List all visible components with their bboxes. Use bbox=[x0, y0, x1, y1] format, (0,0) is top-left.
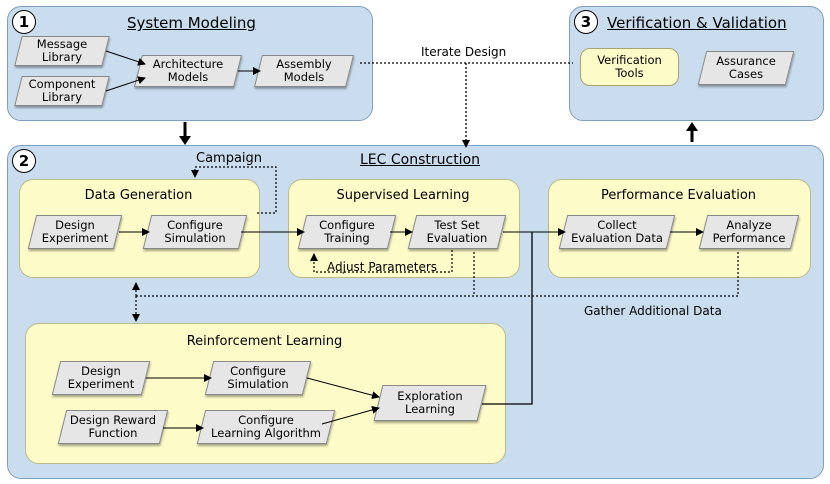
configure-learning-algorithm-node[interactable]: Configure Learning Algorithm bbox=[201, 410, 331, 444]
assurance-cases-node[interactable]: Assurance Cases bbox=[702, 51, 790, 85]
simulation-to-exploration-arrow bbox=[306, 377, 380, 400]
verification-title: Verification & Validation bbox=[607, 14, 787, 32]
campaign-label: Campaign bbox=[196, 151, 263, 166]
adjust-parameters-label: Adjust Parameters bbox=[327, 260, 438, 274]
gather-additional-data-line bbox=[136, 252, 739, 297]
message-library-node[interactable]: Message Library bbox=[18, 36, 106, 66]
component-library-node[interactable]: Component Library bbox=[18, 76, 106, 106]
reinforcement-learning-title: Reinforcement Learning bbox=[186, 334, 343, 349]
step-number-2: 2 bbox=[12, 149, 36, 173]
supervised-learning-title: Supervised Learning bbox=[336, 188, 470, 203]
component-to-architecture-arrow bbox=[105, 76, 146, 92]
lec-construction-title: LEC Construction bbox=[360, 152, 481, 168]
rl-design-experiment-node[interactable]: Design Experiment bbox=[56, 361, 146, 395]
iterate-design-label: Iterate Design bbox=[421, 45, 507, 59]
campaign-loop bbox=[191, 166, 277, 214]
exploration-learning-node[interactable]: Exploration Learning bbox=[378, 385, 482, 421]
performance-evaluation-title: Performance Evaluation bbox=[600, 188, 757, 203]
step-number-3: 3 bbox=[574, 10, 598, 34]
dg-configure-simulation-node[interactable]: Configure Simulation bbox=[147, 215, 243, 249]
rl-configure-simulation-node[interactable]: Configure Simulation bbox=[209, 361, 307, 395]
collect-evaluation-data-node[interactable]: Collect Evaluation Data bbox=[563, 215, 671, 249]
step-number-1: 1 bbox=[12, 10, 36, 34]
design-reward-function-node[interactable]: Design Reward Function bbox=[62, 410, 164, 444]
algorithm-to-exploration-arrow bbox=[321, 406, 380, 425]
gather-additional-data-label: Gather Additional Data bbox=[584, 304, 722, 318]
data-generation-title: Data Generation bbox=[84, 188, 193, 203]
exploration-to-collect-line bbox=[482, 232, 533, 405]
architecture-models-node[interactable]: Architecture Models bbox=[138, 55, 238, 87]
test-set-evaluation-node[interactable]: Test Set Evaluation bbox=[412, 215, 502, 249]
message-to-architecture-arrow bbox=[105, 50, 146, 66]
adjust-parameters-loop bbox=[310, 250, 453, 273]
verification-tools-node[interactable]: Verification Tools bbox=[580, 48, 679, 86]
system-modeling-title: System Modeling bbox=[127, 14, 256, 32]
configure-training-node[interactable]: Configure Training bbox=[302, 215, 392, 249]
assembly-models-node[interactable]: Assembly Models bbox=[258, 55, 350, 87]
dg-design-experiment-node[interactable]: Design Experiment bbox=[32, 215, 118, 249]
analyze-performance-node[interactable]: Analyze Performance bbox=[703, 215, 795, 249]
